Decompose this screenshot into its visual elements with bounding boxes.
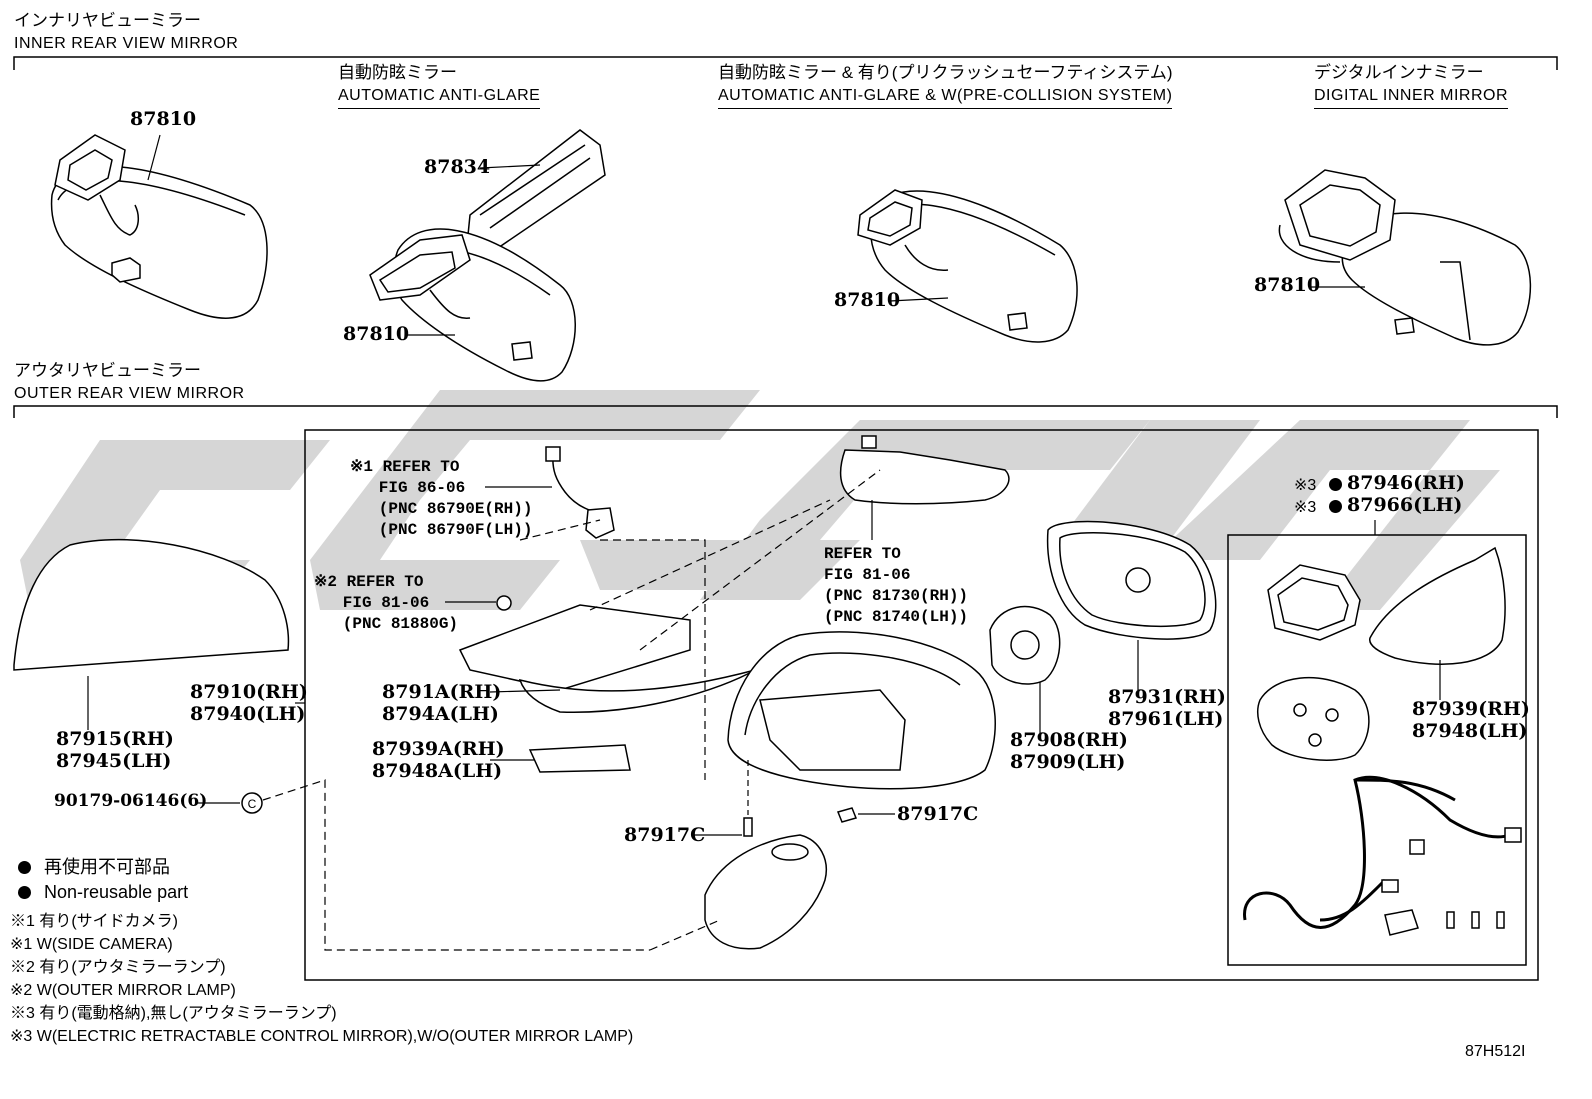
part-label-90179[interactable]: 90179-06146(6): [54, 791, 208, 811]
part-label-87834[interactable]: 87834: [424, 156, 491, 178]
inner-mirror-1-drawing: [50, 134, 268, 319]
actuator-drawing: [989, 605, 1061, 685]
mirror-glass-drawing: [1046, 520, 1217, 640]
outer-section-title-en: OUTER REAR VIEW MIRROR: [14, 385, 245, 402]
part-label-87810-d[interactable]: 87810: [1254, 274, 1321, 296]
retract-cover-drawing: [1369, 546, 1506, 665]
legend-non-reusable-jp: 再使用不可部品: [18, 858, 170, 876]
part-label-87915[interactable]: 87915(RH): [56, 728, 174, 750]
part-label-87917c-a[interactable]: 87917C: [624, 824, 706, 846]
part-label-87939a[interactable]: 87939A(RH): [372, 738, 505, 760]
mirror-base-drawing: [704, 834, 827, 950]
part-label-87966[interactable]: 87966(LH): [1347, 494, 1463, 516]
screw-drawing: [743, 807, 858, 837]
turn-signal-drawing: [839, 435, 1010, 505]
inner-mirror-3-drawing: [857, 189, 1078, 343]
outer-section-title-jp: アウタリヤビューミラー: [14, 361, 201, 380]
part-label-87810-b[interactable]: 87810: [343, 323, 410, 345]
inner-mirror-4-drawing: [1278, 169, 1532, 346]
mirror-cover-drawing: [13, 538, 290, 671]
lamp-bracket-drawing: [458, 595, 756, 773]
side-camera-drawing: [545, 446, 615, 539]
note-mark-x3-a: ※3: [1294, 477, 1317, 494]
part-label-8794a[interactable]: 8794A(LH): [382, 703, 499, 725]
wire-harness-drawing: [1243, 775, 1511, 929]
part-label-87948a[interactable]: 87948A(LH): [372, 760, 503, 782]
part-label-87910[interactable]: 87910(RH): [190, 681, 308, 703]
figure-id: 87H512I: [1465, 1043, 1526, 1060]
non-reusable-dot-icon: [1329, 478, 1342, 494]
variant-3-title-en: DIGITAL INNER MIRROR: [1314, 88, 1509, 109]
outer-section-bracket: [13, 405, 1558, 418]
reference-note-mirror-lamp: ※2 REFER TO FIG 81-06 (PNC 81880G): [314, 573, 459, 633]
retract-kit-frame: [1227, 534, 1527, 966]
part-label-87946[interactable]: 87946(RH): [1347, 472, 1465, 494]
legend-non-reusable-en-text: Non-reusable part: [44, 882, 189, 902]
legend-non-reusable-en: Non-reusable part: [18, 883, 188, 901]
variant-1-title-jp: 自動防眩ミラー: [338, 63, 457, 82]
part-label-87917c-b[interactable]: 87917C: [897, 803, 979, 825]
legend-non-reusable-jp-text: 再使用不可部品: [44, 857, 171, 877]
legend-note-1-en: ※1 W(SIDE CAMERA): [10, 936, 173, 953]
non-reusable-dot-icon: [18, 886, 31, 899]
part-label-87948[interactable]: 87948(LH): [1412, 720, 1528, 742]
part-label-87940[interactable]: 87940(LH): [190, 703, 306, 725]
note-mark-x3-b: ※3: [1294, 499, 1317, 516]
legend-note-1-jp: ※1 有り(サイドカメラ): [10, 913, 179, 930]
reference-note-turn-signal: REFER TO FIG 81-06 (PNC 81730(RH)) (PNC …: [824, 545, 969, 626]
legend-note-3-en: ※3 W(ELECTRIC RETRACTABLE CONTROL MIRROR…: [10, 1028, 634, 1045]
legend-note-2-en: ※2 W(OUTER MIRROR LAMP): [10, 982, 236, 999]
part-label-87931[interactable]: 87931(RH): [1108, 686, 1226, 708]
non-reusable-dot-icon: [18, 861, 31, 874]
legend-note-3-jp: ※3 有り(電動格納),無し(アウタミラーランプ): [10, 1005, 337, 1022]
variant-3-title-jp: デジタルインナミラー: [1314, 63, 1484, 82]
part-label-87939[interactable]: 87939(RH): [1412, 698, 1530, 720]
inner-mirror-2-drawing: [369, 129, 606, 382]
retract-motor-drawing: [1267, 564, 1361, 641]
harness-connectors: [1381, 827, 1522, 936]
base-plate-drawing: [1257, 677, 1370, 761]
assembly-guides: [519, 469, 881, 951]
inner-section-title-en: INNER REAR VIEW MIRROR: [14, 35, 239, 52]
part-label-87810-a[interactable]: 87810: [130, 108, 197, 130]
non-reusable-dot-icon: [1329, 500, 1342, 516]
clip-drawing: C: [241, 792, 263, 814]
part-label-87909[interactable]: 87909(LH): [1010, 751, 1126, 773]
reference-note-side-camera: ※1 REFER TO FIG 86-06 (PNC 86790E(RH)) (…: [350, 458, 533, 539]
inner-section-title-jp: インナリヤビューミラー: [14, 11, 201, 30]
variant-2-title-en: AUTOMATIC ANTI-GLARE & W(PRE-COLLISION S…: [718, 88, 1173, 109]
mirror-housing-drawing: [727, 631, 996, 790]
part-label-87908[interactable]: 87908(RH): [1010, 729, 1128, 751]
svg-text:C: C: [248, 797, 257, 811]
inner-section-bracket: [13, 56, 1558, 70]
legend-note-2-jp: ※2 有り(アウタミラーランプ): [10, 959, 226, 976]
assembly-frame: [304, 429, 1539, 981]
part-label-87961[interactable]: 87961(LH): [1108, 708, 1224, 730]
part-label-87945[interactable]: 87945(LH): [56, 750, 172, 772]
variant-2-title-jp: 自動防眩ミラー & 有り(プリクラッシュセーフティシステム): [718, 63, 1173, 82]
part-label-8791a[interactable]: 8791A(RH): [382, 681, 502, 703]
variant-1-title-en: AUTOMATIC ANTI-GLARE: [338, 88, 541, 109]
part-label-87810-c[interactable]: 87810: [834, 289, 901, 311]
